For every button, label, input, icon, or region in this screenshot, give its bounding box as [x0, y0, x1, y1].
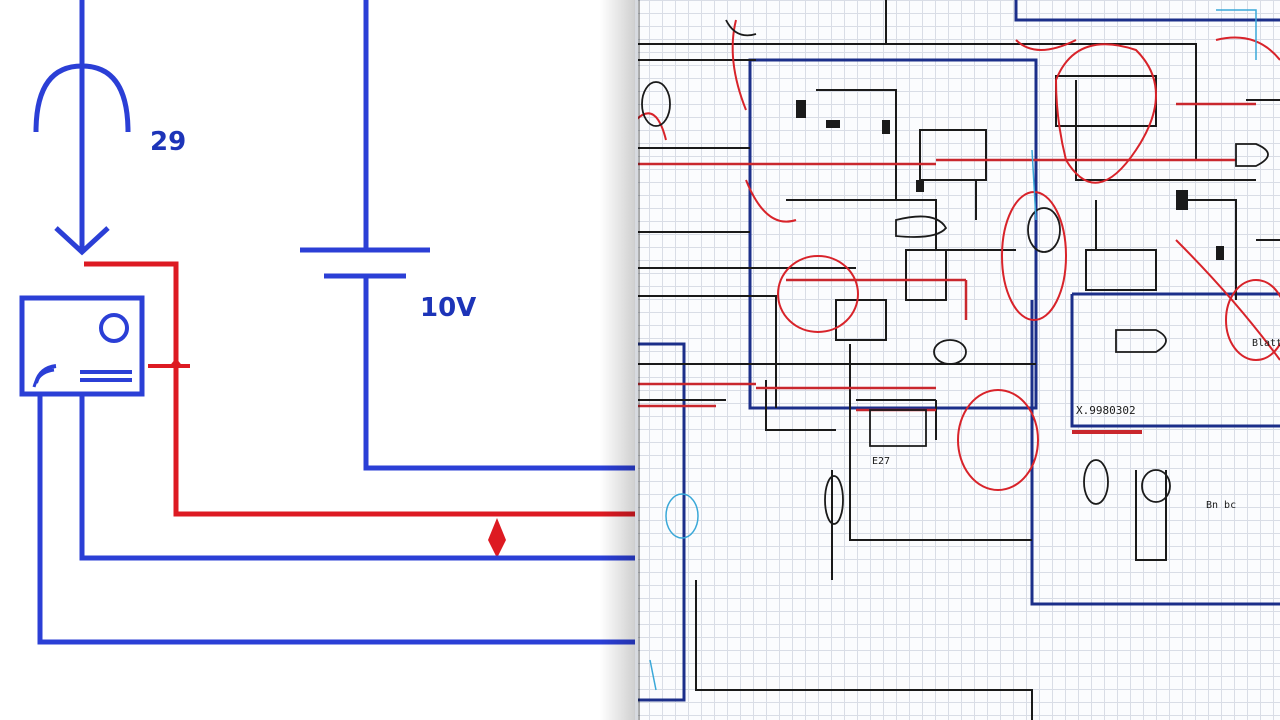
- blue-return-wire: [79, 394, 636, 561]
- red-wire: [84, 261, 636, 517]
- battery-bottom-wire: [363, 276, 636, 471]
- dark-wires: [636, 0, 1280, 720]
- meter-dial-icon: [99, 313, 129, 343]
- panel-divider-shadow: [600, 0, 640, 720]
- cyan-marks: [649, 9, 1257, 691]
- red-annotation-loops: [636, 19, 1280, 491]
- right-schematic-panel: X.9980302 E27 Blatt Bn bc: [636, 0, 1280, 720]
- bottom-left-label: E27: [872, 456, 890, 467]
- red-wires: [636, 102, 1256, 412]
- relay-icon: [641, 81, 671, 127]
- left-schematic-drawing: 29 10V: [19, 0, 636, 645]
- left-schematic-panel: 29 10V: [0, 0, 636, 720]
- red-marker-icon: [168, 358, 184, 368]
- current-label: 29: [150, 127, 186, 157]
- arc-symbol: [33, 63, 131, 133]
- right-middle-label: Blatt: [1252, 338, 1280, 349]
- component-symbols: [641, 19, 1269, 525]
- part-number-label: X.9980302: [1076, 404, 1136, 417]
- right-bottom-label: Bn bc: [1206, 500, 1236, 511]
- component-dots: [796, 100, 1224, 434]
- blue-ground-wire: [37, 394, 636, 645]
- blue-frames: [636, 0, 1280, 702]
- battery-label: 10V: [420, 293, 476, 323]
- red-arrow-down-icon: [488, 540, 506, 558]
- panel-divider: [635, 0, 638, 720]
- right-schematic-drawing: X.9980302 E27 Blatt Bn bc: [636, 0, 1280, 720]
- current-arrow-icon: [54, 226, 110, 256]
- red-arrow-up-icon: [488, 518, 506, 540]
